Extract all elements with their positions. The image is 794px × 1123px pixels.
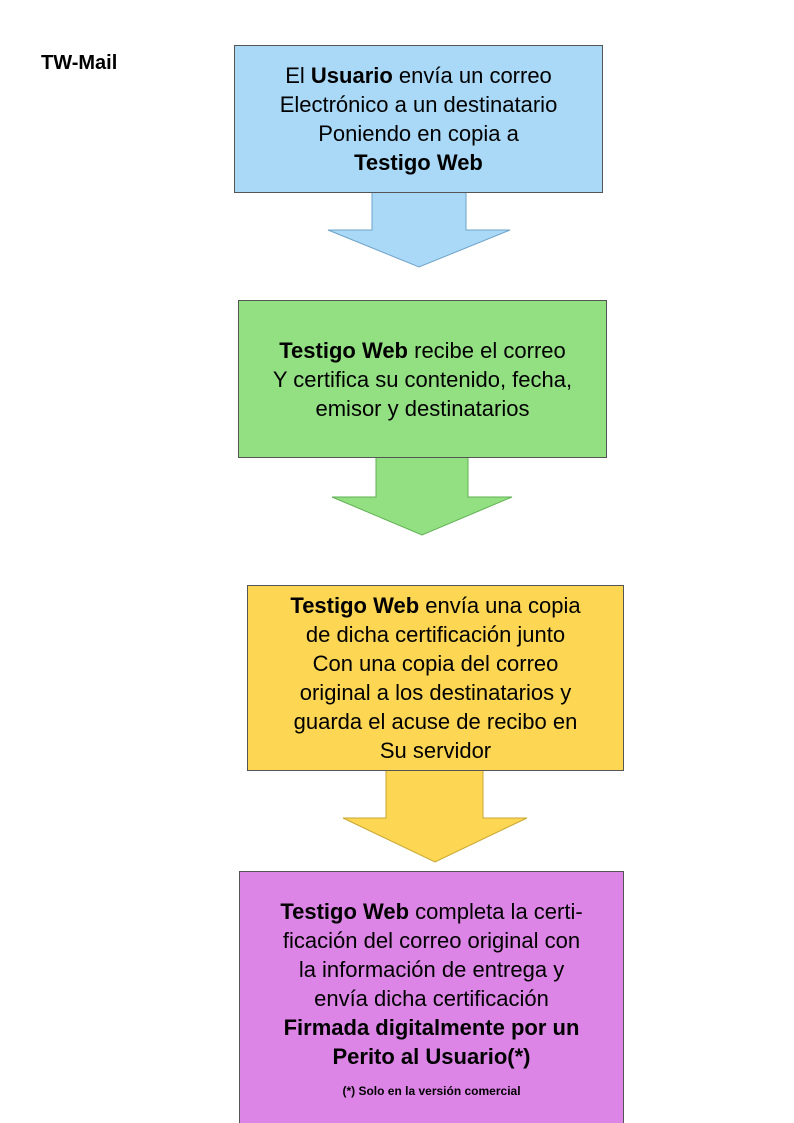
commercial-version-note: (*) Solo en la versión comercial (342, 1083, 521, 1098)
step-4-line-2: ficación del correo original con (282, 927, 581, 953)
arrow-down-1 (327, 192, 511, 268)
step-3-line-3: Con una copia del correo (312, 651, 559, 676)
step-4-line-1: Testigo Web completa la certi- (280, 898, 583, 924)
step-3-box: Testigo Web envía una copia de dicha cer… (247, 585, 624, 771)
diagram-title: TW-Mail (41, 52, 118, 74)
arrow-down-2 (331, 457, 513, 536)
step-3-line-5: guarda el acuse de recibo en (293, 709, 578, 734)
step-1-box: El Usuario envía un correo Electrónico a… (234, 45, 603, 193)
step-4-line-5: Firmada digitalmente por un (283, 1014, 580, 1040)
step-1-line-2: Electrónico a un destinatario (279, 92, 558, 117)
step-4-line-3: la información de entrega y (298, 956, 565, 982)
step-2-line-2: Y certifica su contenido, fecha, (272, 366, 573, 392)
step-1-line-1: El Usuario envía un correo (285, 63, 552, 88)
step-4-box: Testigo Web completa la certi- ficación … (239, 871, 624, 1123)
arrow-down-3 (342, 770, 528, 863)
step-2-line-3: emisor y destinatarios (315, 395, 530, 421)
step-2-box: Testigo Web recibe el correo Y certifica… (238, 300, 607, 458)
step-1-line-3: Poniendo en copia a (318, 121, 519, 146)
step-3-line-2: de dicha certificación junto (305, 622, 566, 647)
step-4-line-4: envía dicha certificación (314, 985, 549, 1011)
step-3-line-4: original a los destinatarios y (299, 680, 572, 705)
step-3-line-6: Su servidor (379, 738, 492, 763)
step-4-line-6: Perito al Usuario(*) (332, 1043, 531, 1069)
step-2-line-1: Testigo Web recibe el correo (279, 337, 566, 363)
step-3-line-1: Testigo Web envía una copia (290, 593, 581, 618)
step-1-line-4: Testigo Web (354, 150, 483, 175)
